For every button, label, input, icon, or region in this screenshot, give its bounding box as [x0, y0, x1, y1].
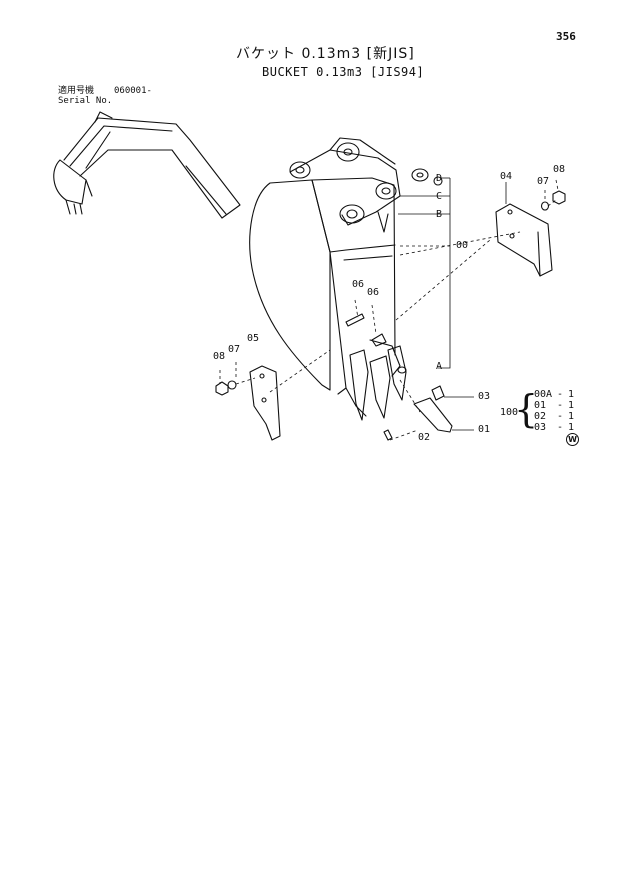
reference-b: B [436, 209, 443, 220]
assembly-row-dash: - [557, 411, 564, 422]
assembly-row-part: 03 [534, 422, 547, 433]
callout-02: 02 [418, 432, 431, 443]
callout-00: 00 [456, 240, 469, 251]
callout-06-upper: 06 [352, 279, 365, 290]
dashed-leaders [219, 179, 559, 441]
callout-04: 04 [500, 171, 513, 182]
reference-d: D [436, 173, 443, 184]
assembly-row-part: 01 [534, 400, 547, 411]
assembly-row-dash: - [557, 400, 564, 411]
side-cutter-right [495, 203, 553, 277]
assembly-row-part: 02 [534, 411, 547, 422]
callout-08-right: 08 [553, 164, 566, 175]
bucket-teeth [349, 339, 407, 421]
serial-label-japanese: 適用号機 [58, 86, 95, 96]
leader-lines [398, 177, 507, 431]
assembly-row-qty: 1 [568, 422, 575, 433]
w-mark-icon: W [566, 433, 579, 446]
serial-label-english: Serial No. [58, 96, 113, 106]
page-number: 356 [556, 30, 576, 43]
hardware [215, 190, 566, 396]
excavator-arm-sketch [53, 111, 241, 219]
callout-07-left: 07 [228, 344, 241, 355]
assembly-row-dash: - [557, 389, 564, 400]
callout-07-right: 07 [537, 176, 550, 187]
bucket-body [249, 177, 396, 417]
tooth-point [383, 385, 453, 441]
assembly-row-dash: - [557, 422, 564, 433]
callout-05: 05 [247, 333, 260, 344]
assembly-brace: { [514, 387, 539, 431]
reference-a: A [436, 361, 443, 372]
assembly-qty-label: 100 [500, 407, 519, 418]
title-english: BUCKET 0.13m3 [JIS94] [262, 65, 425, 79]
side-cutter-left [249, 365, 281, 441]
callout-03: 03 [478, 391, 491, 402]
assembly-row-qty: 1 [568, 411, 575, 422]
assembly-row-part: 00A [534, 389, 553, 400]
assembly-row-qty: 1 [568, 400, 575, 411]
callout-08-left: 08 [213, 351, 226, 362]
callout-01: 01 [478, 424, 491, 435]
bucket-bracket [289, 137, 443, 233]
title-japanese: バケット 0.13m3 [新JIS] [236, 46, 415, 62]
serial-number-value: 060001- [114, 86, 152, 96]
assembly-row-qty: 1 [568, 389, 575, 400]
reference-c: C [436, 191, 443, 202]
callout-06-lower: 06 [367, 287, 380, 298]
